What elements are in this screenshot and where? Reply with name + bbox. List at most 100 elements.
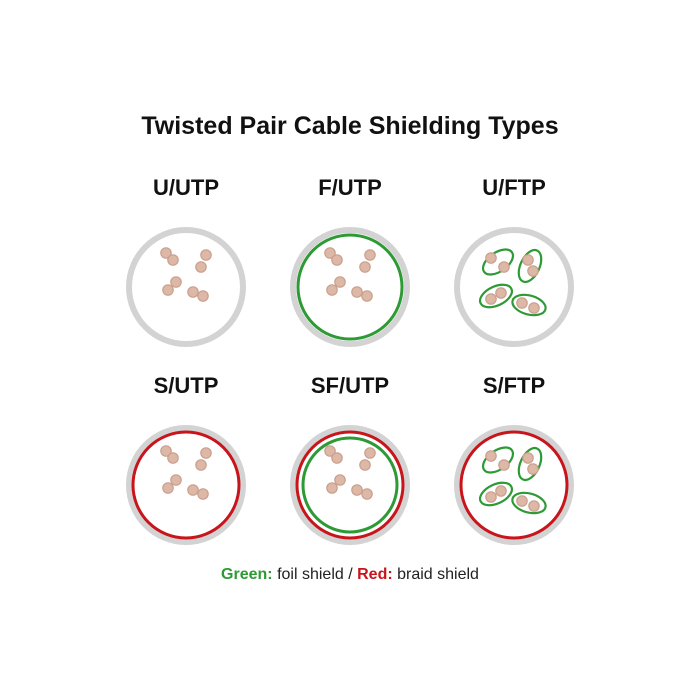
conductor-icon — [167, 254, 179, 266]
conductor-group — [160, 247, 212, 302]
twisted-pair — [195, 249, 212, 273]
braid-shield-ring — [131, 430, 241, 540]
twisted-pair — [187, 484, 209, 500]
braid-shield-ring — [459, 430, 569, 540]
conductor-icon — [331, 452, 343, 464]
conductor-icon — [195, 261, 207, 273]
twisted-pair — [326, 474, 346, 494]
legend-red-text: braid shield — [392, 566, 479, 583]
twisted-pair — [326, 276, 346, 296]
cable-label-s-ftp: S/FTP — [482, 373, 546, 398]
conductor-icon — [351, 286, 363, 298]
twisted-pair — [162, 474, 182, 494]
diagram-title: Twisted Pair Cable Shielding Types — [141, 112, 559, 140]
conductor-icon — [522, 254, 534, 266]
cable-cross-section-s-ftp — [449, 420, 579, 550]
conductor-icon — [167, 452, 179, 464]
conductor-icon — [528, 302, 540, 314]
conductor-icon — [334, 276, 346, 288]
conductor-icon — [324, 445, 336, 457]
foil-shield-ring — [301, 436, 399, 534]
twisted-pair — [359, 249, 376, 273]
cable-cross-section-u-ftp — [449, 222, 579, 352]
conductor-icon — [324, 247, 336, 259]
conductor-icon — [485, 252, 497, 264]
conductor-icon — [522, 452, 534, 464]
conductor-group — [324, 445, 376, 500]
cable-interior — [132, 431, 240, 539]
legend: Green: foil shield / Red: braid shield — [0, 566, 700, 584]
conductor-icon — [170, 276, 182, 288]
conductor-icon — [162, 284, 174, 296]
cable-interior — [296, 431, 404, 539]
conductor-icon — [160, 445, 172, 457]
foil-wrapped-pair — [511, 293, 547, 317]
legend-green-text: foil shield / — [272, 566, 358, 583]
cable-label-u-utp: U/UTP — [153, 175, 219, 200]
foil-shield-ring — [296, 233, 404, 341]
cable-svg — [126, 425, 246, 545]
conductor-icon — [359, 459, 371, 471]
twisted-pair — [359, 447, 376, 471]
conductor-icon — [364, 447, 376, 459]
conductor-icon — [359, 261, 371, 273]
conductor-icon — [326, 482, 338, 494]
pair-foil-shield — [478, 283, 514, 309]
cable-svg — [290, 227, 410, 347]
foil-wrapped-pair — [478, 283, 514, 309]
conductor-icon — [200, 249, 212, 261]
cable-cross-section-sf-utp — [285, 420, 415, 550]
twisted-pair — [351, 484, 373, 500]
cable-label-s-utp: S/UTP — [153, 373, 219, 398]
conductor-icon — [495, 287, 507, 299]
cable-cross-section-u-utp — [121, 222, 251, 352]
cable-cross-section-s-utp — [121, 420, 251, 550]
conductor-icon — [160, 247, 172, 259]
cable-label-sf-utp: SF/UTP — [310, 373, 390, 398]
conductor-icon — [361, 290, 373, 302]
conductor-icon — [485, 491, 497, 503]
foil-wrapped-pair — [517, 248, 543, 284]
conductor-group — [160, 445, 212, 500]
cable-label-f-utp: F/UTP — [318, 175, 382, 200]
foil-wrapped-pair — [517, 446, 543, 482]
conductor-icon — [361, 488, 373, 500]
conductor-group — [324, 247, 376, 302]
conductor-icon — [331, 254, 343, 266]
twisted-pair — [351, 286, 373, 302]
conductor-icon — [195, 459, 207, 471]
twisted-pair — [160, 247, 179, 266]
conductor-icon — [516, 495, 528, 507]
legend-red-label: Red: — [357, 566, 393, 583]
cable-label-u-ftp: U/FTP — [482, 175, 546, 200]
conductor-icon — [351, 484, 363, 496]
conductor-group — [478, 446, 547, 515]
conductor-icon — [498, 261, 510, 273]
conductor-icon — [200, 447, 212, 459]
conductor-icon — [527, 463, 539, 475]
conductor-icon — [162, 482, 174, 494]
conductor-icon — [516, 297, 528, 309]
twisted-pair — [160, 445, 179, 464]
twisted-pair — [324, 247, 343, 266]
cable-interior — [132, 233, 240, 341]
conductor-icon — [527, 265, 539, 277]
legend-green-label: Green: — [221, 566, 273, 583]
cable-svg — [454, 227, 574, 347]
conductor-icon — [364, 249, 376, 261]
twisted-pair — [187, 286, 209, 302]
conductor-group — [478, 248, 547, 317]
conductor-icon — [326, 284, 338, 296]
conductor-icon — [485, 293, 497, 305]
conductor-icon — [495, 485, 507, 497]
cable-interior — [460, 233, 568, 341]
foil-wrapped-pair — [481, 248, 515, 276]
cable-svg — [290, 425, 410, 545]
conductor-icon — [334, 474, 346, 486]
twisted-pair — [324, 445, 343, 464]
conductor-icon — [170, 474, 182, 486]
conductor-icon — [197, 488, 209, 500]
twisted-pair — [162, 276, 182, 296]
conductor-icon — [197, 290, 209, 302]
twisted-pair — [195, 447, 212, 471]
